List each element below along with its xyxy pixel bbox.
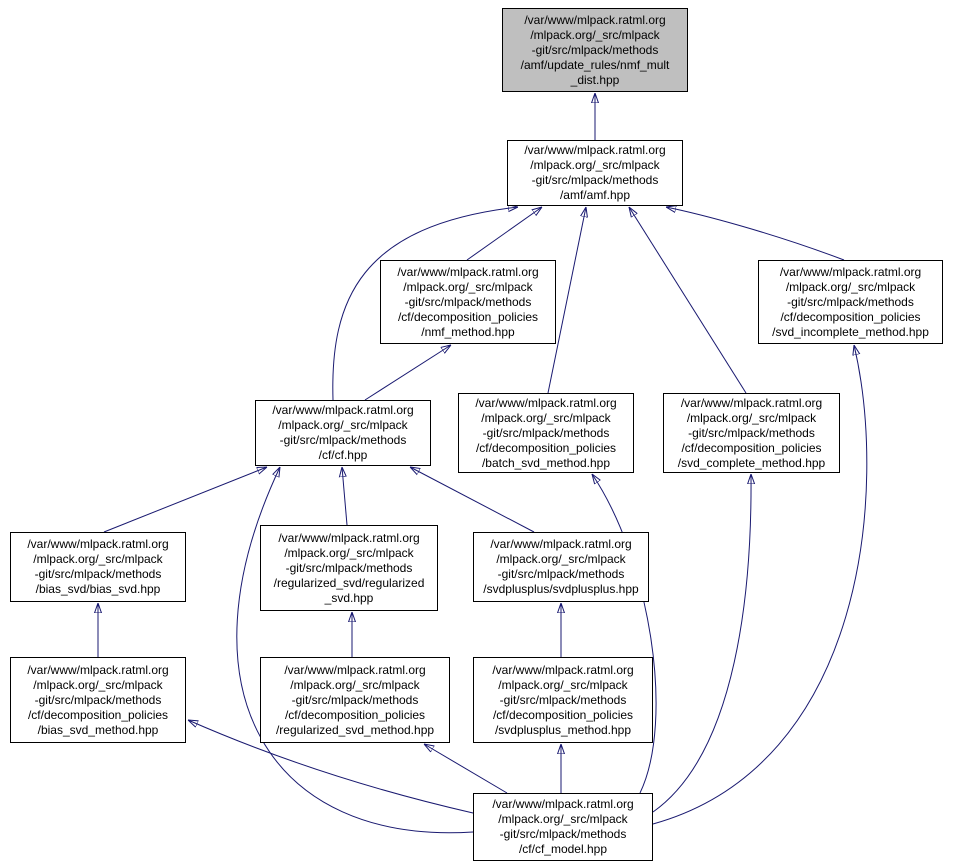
node-label: /var/www/mlpack.ratml.org /mlpack.org/_s… [275,662,435,737]
graph-node-bias-svd-hpp[interactable]: /var/www/mlpack.ratml.org /mlpack.org/_s… [10,532,186,602]
graph-node-cf-hpp[interactable]: /var/www/mlpack.ratml.org /mlpack.org/_s… [255,400,431,466]
edge-svd-incomplete-method-to-amf [666,207,845,261]
graph-node-svdplusplus-method-hpp[interactable]: /var/www/mlpack.ratml.org /mlpack.org/_s… [473,657,653,743]
graph-node-amf-hpp[interactable]: /var/www/mlpack.ratml.org /mlpack.org/_s… [507,140,683,206]
edge-cf-model-to-svd-complete-method [652,474,751,813]
node-label: /var/www/mlpack.ratml.org /mlpack.org/_s… [27,662,169,737]
edge-cf-model-to-batch-svd-method [592,474,657,794]
graph-node-bias-svd-method-hpp[interactable]: /var/www/mlpack.ratml.org /mlpack.org/_s… [10,657,186,743]
node-label: /var/www/mlpack.ratml.org /mlpack.org/_s… [524,143,666,202]
graph-node-nmf-mult-dist-hpp[interactable]: /var/www/mlpack.ratml.org /mlpack.org/_s… [502,8,688,92]
edge-cf-to-amf [332,207,518,401]
graph-node-batch-svd-method-hpp[interactable]: /var/www/mlpack.ratml.org /mlpack.org/_s… [458,393,634,473]
graph-node-regularized-svd-method-hpp[interactable]: /var/www/mlpack.ratml.org /mlpack.org/_s… [260,657,450,743]
edge-cf-model-to-bias-svd-method [188,720,474,814]
graph-node-svd-incomplete-method-hpp[interactable]: /var/www/mlpack.ratml.org /mlpack.org/_s… [758,260,943,344]
edge-batch-svd-method-to-amf [547,207,586,394]
node-label: /var/www/mlpack.ratml.org /mlpack.org/_s… [520,12,670,87]
graph-node-nmf-method-hpp[interactable]: /var/www/mlpack.ratml.org /mlpack.org/_s… [380,260,556,344]
graph-node-cf-model-hpp[interactable]: /var/www/mlpack.ratml.org /mlpack.org/_s… [473,793,653,861]
node-label: /var/www/mlpack.ratml.org /mlpack.org/_s… [772,264,929,339]
graph-node-svdplusplus-hpp[interactable]: /var/www/mlpack.ratml.org /mlpack.org/_s… [473,532,649,602]
node-label: /var/www/mlpack.ratml.org /mlpack.org/_s… [397,264,539,339]
node-label: /var/www/mlpack.ratml.org /mlpack.org/_s… [483,537,639,596]
node-label: /var/www/mlpack.ratml.org /mlpack.org/_s… [492,662,634,737]
edge-regularized-svd-to-cf [342,467,348,526]
node-label: /var/www/mlpack.ratml.org /mlpack.org/_s… [27,537,169,596]
edge-bias-svd-to-cf [103,467,267,533]
node-label: /var/www/mlpack.ratml.org /mlpack.org/_s… [677,395,826,470]
graph-node-regularized-svd-hpp[interactable]: /var/www/mlpack.ratml.org /mlpack.org/_s… [260,525,438,611]
graph-node-svd-complete-method-hpp[interactable]: /var/www/mlpack.ratml.org /mlpack.org/_s… [663,393,840,473]
edge-nmf-method-to-amf [466,207,542,261]
edge-svdplusplus-to-cf [410,467,535,533]
edge-svd-complete-method-to-amf [629,207,747,394]
edge-cf-model-to-svd-incomplete-method [652,345,868,825]
edge-cf-model-to-cf [236,467,474,834]
edge-cf-model-to-regularized-svd-method [424,744,508,794]
edge-cf-to-nmf-method [364,345,451,401]
node-label: /var/www/mlpack.ratml.org /mlpack.org/_s… [272,403,414,462]
node-label: /var/www/mlpack.ratml.org /mlpack.org/_s… [475,395,617,470]
node-label: /var/www/mlpack.ratml.org /mlpack.org/_s… [492,797,634,856]
node-label: /var/www/mlpack.ratml.org /mlpack.org/_s… [273,530,425,605]
